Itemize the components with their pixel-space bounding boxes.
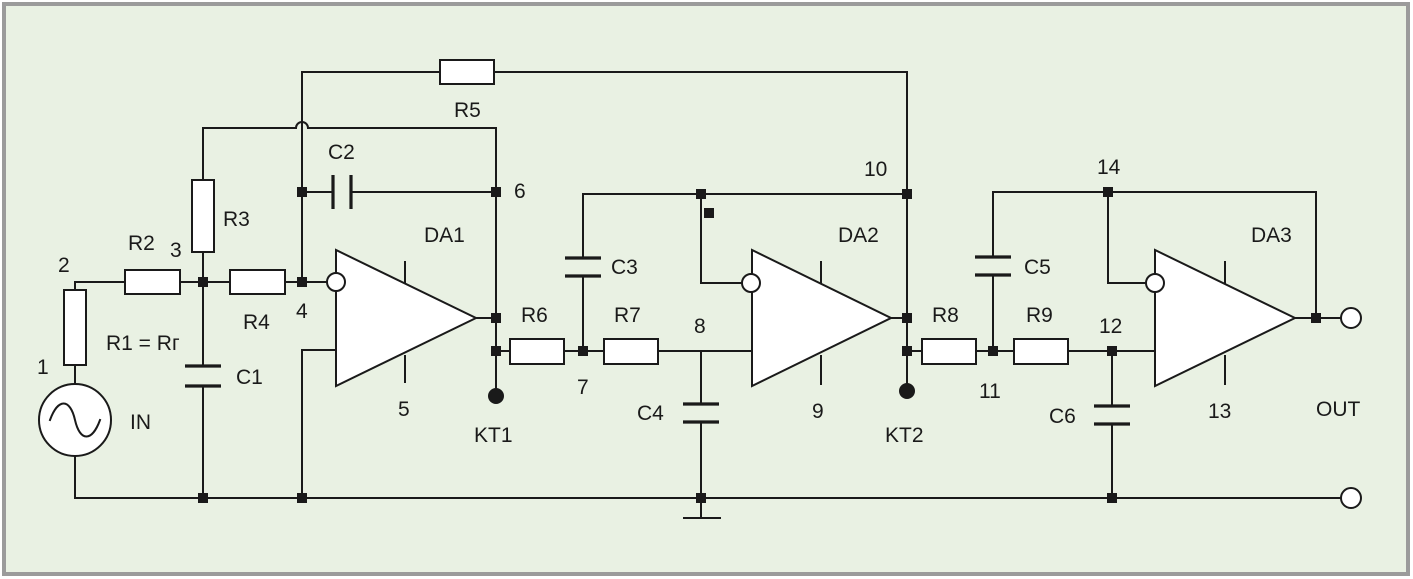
node-11: 11 — [979, 380, 1001, 403]
label-c4: C4 — [637, 402, 664, 425]
label-da2: DA2 — [838, 224, 879, 247]
label-da1: DA1 — [424, 224, 465, 247]
label-r7: R7 — [614, 304, 641, 327]
label-r4: R4 — [243, 311, 270, 334]
node-9: 9 — [812, 400, 824, 423]
ground-terminal — [1340, 487, 1362, 509]
opamp-da2 — [741, 248, 894, 388]
capacitor-c3 — [565, 256, 601, 278]
resistor-r6 — [509, 338, 565, 365]
signal-source — [38, 383, 112, 457]
label-out: OUT — [1316, 398, 1361, 421]
label-c3: C3 — [611, 256, 638, 279]
resistor-r3 — [191, 179, 215, 253]
resistor-r7 — [603, 338, 659, 365]
label-r9: R9 — [1026, 304, 1053, 327]
label-c5: C5 — [1024, 256, 1051, 279]
resistor-r9 — [1013, 338, 1069, 365]
node-7: 7 — [577, 376, 589, 399]
resistor-r1 — [63, 289, 87, 366]
label-c2: C2 — [328, 141, 355, 164]
node-4: 4 — [296, 300, 308, 323]
label-kt1: KT1 — [474, 424, 513, 447]
opamp-da3 — [1145, 248, 1298, 388]
node-8: 8 — [694, 315, 706, 338]
label-in: IN — [130, 411, 151, 434]
label-r1: R1 = Rг — [106, 332, 180, 355]
node-10: 10 — [864, 158, 887, 181]
test-point-kt1 — [488, 388, 504, 404]
node-14: 14 — [1097, 156, 1121, 179]
junctions — [198, 187, 1321, 503]
resistor-r5 — [439, 59, 495, 85]
resistor-r8 — [921, 338, 977, 365]
label-kt2: KT2 — [885, 424, 924, 447]
capacitor-c5 — [975, 255, 1011, 277]
node-1: 1 — [37, 356, 49, 379]
output-terminal — [1340, 307, 1362, 329]
node-6: 6 — [514, 180, 526, 203]
label-c1: C1 — [236, 366, 263, 389]
label-r6: R6 — [521, 304, 548, 327]
opamp-da1 — [326, 248, 479, 388]
label-r3: R3 — [223, 208, 250, 231]
node-2: 2 — [58, 254, 70, 277]
node-3: 3 — [170, 239, 182, 262]
node-13: 13 — [1208, 400, 1231, 423]
capacitor-c2 — [331, 175, 353, 209]
capacitor-c1 — [185, 364, 221, 388]
capacitor-c6 — [1094, 404, 1130, 426]
label-da3: DA3 — [1251, 224, 1292, 247]
node-5: 5 — [398, 398, 410, 421]
label-r8: R8 — [932, 304, 959, 327]
label-r2: R2 — [128, 232, 155, 255]
capacitor-c4 — [683, 402, 719, 424]
node-12: 12 — [1099, 315, 1122, 338]
resistor-r2 — [124, 269, 181, 295]
label-c6: C6 — [1049, 405, 1076, 428]
test-point-kt2 — [899, 383, 915, 399]
label-r5: R5 — [454, 99, 481, 122]
resistor-r4 — [229, 269, 286, 295]
